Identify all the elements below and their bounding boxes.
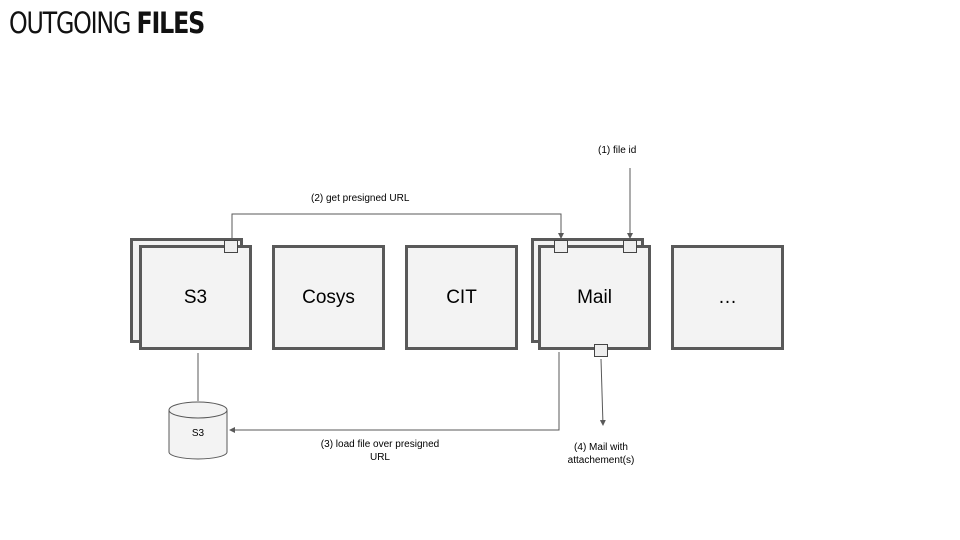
cosys-box-label: Cosys <box>302 286 355 308</box>
s3-box-label: S3 <box>183 286 208 308</box>
title-light: OUTGOING <box>9 6 137 40</box>
cit-box[interactable]: CIT <box>405 245 518 350</box>
s3-port <box>224 240 238 253</box>
mail-port-url <box>554 240 568 253</box>
more-box-label: … <box>718 286 737 308</box>
more-box[interactable]: … <box>671 245 784 350</box>
load-file-arrow <box>229 352 560 433</box>
mail-attach-label-line2: attachement(s) <box>567 455 635 466</box>
load-file-label-line2: URL <box>369 452 390 463</box>
mail-out-arrow <box>599 358 606 426</box>
mail-attach-label-line1: (4) Mail with <box>574 442 628 453</box>
cosys-box[interactable]: Cosys <box>272 245 385 350</box>
database-label: S3 <box>191 428 205 439</box>
s3-box[interactable]: S3 <box>139 245 252 350</box>
mail-box-label: Mail <box>577 286 612 308</box>
cit-box-label: CIT <box>446 286 477 308</box>
file-id-label: (1) file id <box>598 145 637 156</box>
load-file-label: (3) load file over presigned URL <box>300 438 460 464</box>
mail-box[interactable]: Mail <box>538 245 651 350</box>
page-title: OUTGOING FILES <box>9 6 206 40</box>
load-file-label-line1: (3) load file over presigned <box>320 439 440 450</box>
get-url-arrow <box>231 213 564 240</box>
database-icon <box>168 401 228 460</box>
mail-attach-label: (4) Mail with attachement(s) <box>556 441 646 467</box>
mail-port-out <box>594 344 608 357</box>
mail-port-file-id <box>623 240 637 253</box>
title-bold: FILES <box>136 6 206 40</box>
get-url-label: (2) get presigned URL <box>311 193 410 204</box>
